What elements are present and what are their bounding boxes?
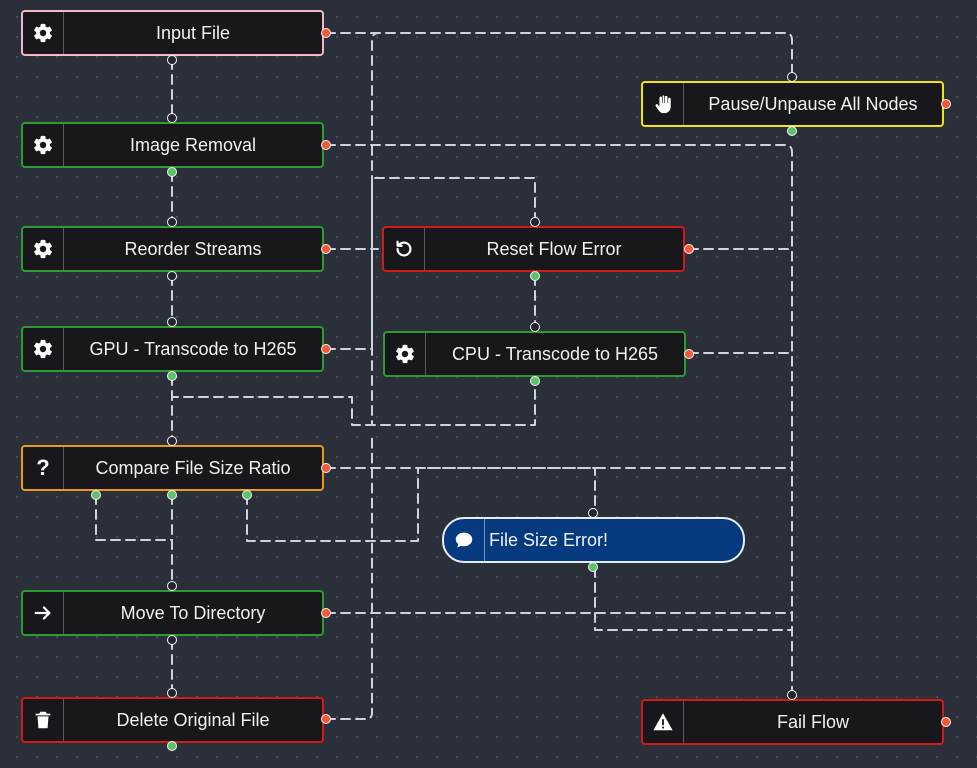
- comment-icon: [444, 519, 485, 561]
- node-image-removal[interactable]: Image Removal: [21, 122, 324, 168]
- port-image-removal-out[interactable]: [167, 167, 177, 177]
- gear-icon: [385, 333, 426, 375]
- port-pause-out[interactable]: [787, 126, 797, 136]
- port-gpu-transcode-out[interactable]: [167, 371, 177, 381]
- port-compare-in[interactable]: [167, 436, 177, 446]
- port-file-size-error-in[interactable]: [588, 508, 598, 518]
- node-pause-unpause-all[interactable]: Pause/Unpause All Nodes: [641, 81, 944, 127]
- node-label: GPU - Transcode to H265: [89, 338, 297, 359]
- port-reorder-streams-in[interactable]: [167, 217, 177, 227]
- port-cpu-out[interactable]: [530, 376, 540, 386]
- node-move-to-directory[interactable]: Move To Directory: [21, 590, 324, 636]
- port-compare-out-1[interactable]: [91, 490, 101, 500]
- reset-icon: [384, 228, 425, 270]
- port-compare-out-2[interactable]: [167, 490, 177, 500]
- arrow-right-icon: [23, 592, 64, 634]
- edge-compare-out1-to-move: [95, 494, 173, 541]
- port-image-removal-error[interactable]: [321, 140, 331, 150]
- edge-gpu-fail-to-cpu: [171, 380, 536, 426]
- gear-icon: [23, 12, 64, 54]
- node-fail-flow[interactable]: Fail Flow: [641, 699, 944, 745]
- edge-gpu-err-to-cpu: [325, 32, 380, 350]
- node-reorder-streams[interactable]: Reorder Streams: [21, 226, 324, 272]
- node-label: Fail Flow: [776, 711, 849, 732]
- port-move-in[interactable]: [167, 581, 177, 591]
- port-move-out[interactable]: [167, 635, 177, 645]
- port-fail-flow-error[interactable]: [941, 717, 951, 727]
- edge-delete-err-to-fail: [325, 432, 373, 720]
- edge-input-err-to-pause: [325, 32, 793, 78]
- node-label: Image Removal: [129, 134, 257, 155]
- node-label: Reset Flow Error: [486, 238, 622, 259]
- node-compare-file-size-ratio[interactable]: ? Compare File Size Ratio: [21, 445, 324, 491]
- gear-icon: [23, 124, 64, 166]
- node-label: File Size Error!: [489, 529, 609, 550]
- port-input-file-error[interactable]: [321, 28, 331, 38]
- port-delete-in[interactable]: [167, 688, 177, 698]
- port-cpu-in[interactable]: [530, 322, 540, 332]
- port-input-file-out[interactable]: [167, 55, 177, 65]
- port-reset-error[interactable]: [684, 244, 694, 254]
- port-pause-in[interactable]: [787, 72, 797, 82]
- warning-icon: [643, 701, 684, 743]
- port-reorder-streams-out[interactable]: [167, 271, 177, 281]
- node-label: CPU - Transcode to H265: [451, 343, 659, 364]
- port-gpu-transcode-in[interactable]: [167, 317, 177, 327]
- node-label: Delete Original File: [116, 709, 270, 730]
- node-label: Compare File Size Ratio: [95, 457, 291, 478]
- port-reset-in[interactable]: [530, 217, 540, 227]
- port-move-error[interactable]: [321, 608, 331, 618]
- hand-icon: [643, 83, 684, 125]
- question-icon: ?: [23, 447, 64, 489]
- node-label: Pause/Unpause All Nodes: [708, 93, 918, 114]
- port-reset-out[interactable]: [530, 271, 540, 281]
- node-label: Move To Directory: [120, 602, 266, 623]
- trash-icon: [23, 699, 64, 741]
- port-delete-out[interactable]: [167, 741, 177, 751]
- node-delete-original-file[interactable]: Delete Original File: [21, 697, 324, 743]
- port-cpu-error[interactable]: [684, 349, 694, 359]
- port-gpu-transcode-error[interactable]: [321, 344, 331, 354]
- gear-icon: [23, 328, 64, 370]
- node-label: Reorder Streams: [124, 238, 262, 259]
- port-reorder-streams-error[interactable]: [321, 244, 331, 254]
- node-gpu-transcode[interactable]: GPU - Transcode to H265: [21, 326, 324, 372]
- port-compare-error[interactable]: [321, 463, 331, 473]
- gear-icon: [23, 228, 64, 270]
- port-delete-error[interactable]: [321, 714, 331, 724]
- node-reset-flow-error[interactable]: Reset Flow Error: [382, 226, 685, 272]
- node-cpu-transcode[interactable]: CPU - Transcode to H265: [383, 331, 686, 377]
- node-label: Input File: [155, 22, 231, 43]
- port-compare-out-3[interactable]: [242, 490, 252, 500]
- edge-reset-loop: [371, 177, 536, 426]
- port-pause-error[interactable]: [941, 99, 951, 109]
- edge-file-size-to-fail: [594, 567, 793, 631]
- port-file-size-error-out[interactable]: [588, 562, 598, 572]
- node-file-size-error[interactable]: File Size Error!: [442, 517, 745, 563]
- port-fail-flow-in[interactable]: [787, 690, 797, 700]
- port-image-removal-in[interactable]: [167, 113, 177, 123]
- node-input-file[interactable]: Input File: [21, 10, 324, 56]
